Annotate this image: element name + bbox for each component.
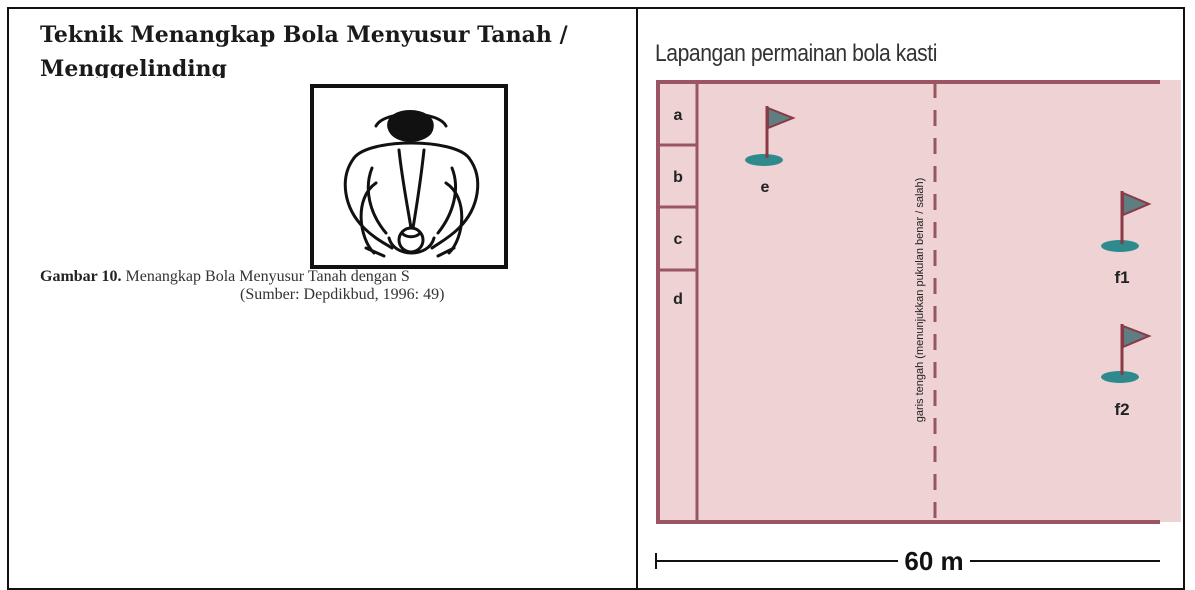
box-label-c: c	[674, 231, 683, 248]
caption-label: Gambar 10.	[40, 268, 122, 285]
flag-f2-label: f2	[1114, 400, 1129, 419]
flag-f1: f1	[1101, 191, 1152, 287]
box-label-b: b	[673, 169, 683, 186]
section-title-line-1: Teknik Menangkap Bola Menyusur Tanah /	[40, 22, 568, 48]
section-title: Teknik Menangkap Bola Menyusur Tanah / M…	[40, 18, 620, 78]
person-catching-ball-icon	[343, 110, 480, 258]
caption-line-1: Gambar 10. Menangkap Bola Menyusur Tanah…	[40, 268, 612, 286]
caption-text: Menangkap Bola Menyusur Tanah dengan S	[121, 268, 410, 285]
caption-source: (Sumber: Depdikbud, 1996: 49)	[240, 286, 445, 303]
panel-divider	[636, 7, 638, 590]
section-title-line-2: Menggelinding	[40, 56, 227, 78]
flag-f1-label: f1	[1114, 268, 1129, 287]
flag-e: e	[745, 106, 796, 196]
figure-caption: Gambar 10. Menangkap Bola Menyusur Tanah…	[40, 268, 612, 312]
box-label-d: d	[673, 291, 683, 308]
box-label-a: a	[674, 107, 683, 124]
page-frame	[7, 7, 1185, 590]
catching-figure	[310, 84, 508, 269]
kasti-field-diagram: a b c d garis tengah (menunjukkan pukula…	[655, 80, 1181, 576]
flag-f2: f2	[1101, 324, 1152, 419]
flag-e-label: e	[761, 179, 770, 196]
distance-label: 60 m	[904, 546, 963, 576]
center-line-label: garis tengah (menunjukkan pukulan benar …	[914, 178, 926, 423]
field-title: Lapangan permainan bola kasti	[655, 40, 937, 67]
field-area	[656, 80, 1181, 522]
